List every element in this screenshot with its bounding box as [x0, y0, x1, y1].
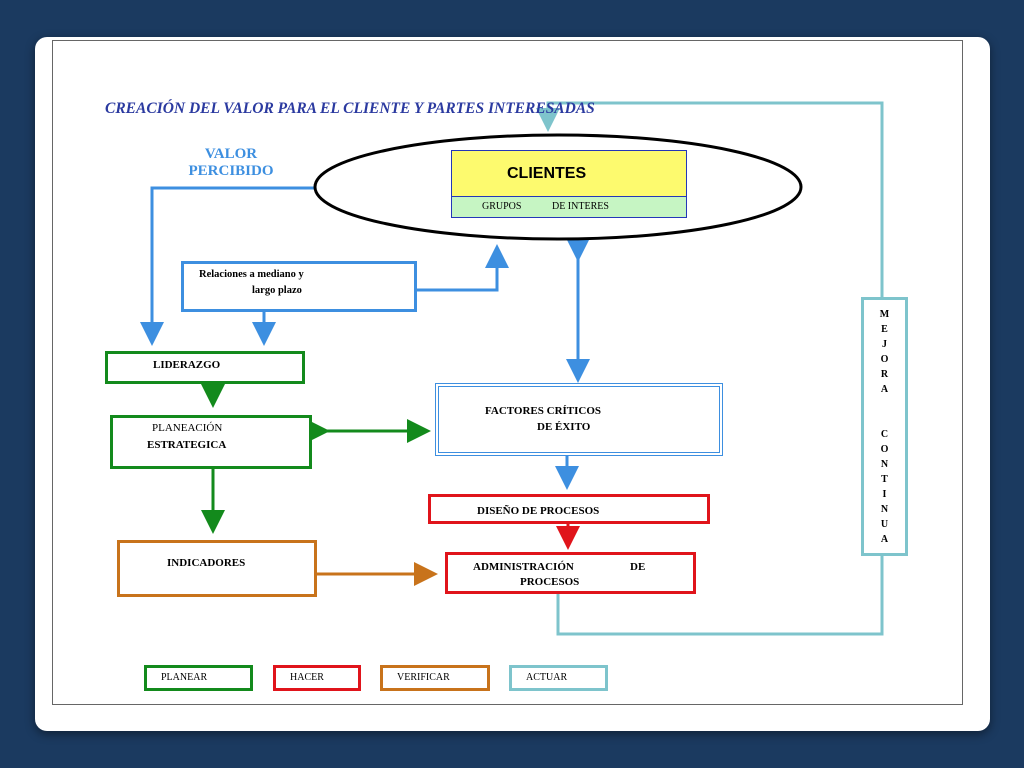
- continua-letter: T: [881, 474, 888, 485]
- legend-hacer: HACER: [273, 665, 361, 691]
- legend-verificar: VERIFICAR: [380, 665, 490, 691]
- administracion-de: DE: [630, 561, 646, 573]
- mejora-to-clientes-connector: [536, 101, 884, 297]
- actuar-loop-connector: [556, 556, 884, 636]
- valor-line-1: VALOR: [204, 146, 258, 162]
- liderazgo-box: [105, 351, 305, 384]
- mejora-letter: R: [880, 369, 889, 380]
- continua-letter: C: [880, 429, 889, 440]
- clientes-box: CLIENTES GRUPOS DE INTERES: [451, 150, 687, 218]
- de-interes-label: DE INTERES: [551, 201, 609, 212]
- continua-letter: O: [880, 444, 889, 455]
- indicadores-label: INDICADORES: [167, 557, 246, 569]
- diseno-label: DISEÑO DE PROCESOS: [477, 505, 600, 517]
- indicadores-box: [117, 540, 317, 597]
- clientes-label: CLIENTES: [452, 151, 686, 197]
- continua-letter: I: [882, 489, 887, 500]
- mejora-word: M E J O R A: [864, 307, 905, 397]
- valor-line-2: PERCIBIDO: [188, 163, 274, 179]
- relaciones-to-clientes-arrow: [417, 244, 509, 292]
- planeacion-line-1: PLANEACIÓN: [152, 422, 223, 434]
- legend-planear: PLANEAR: [144, 665, 253, 691]
- liderazgo-label: LIDERAZGO: [153, 359, 221, 371]
- continua-word: C O N T I N U A: [864, 427, 905, 547]
- grupos-label: GRUPOS: [482, 201, 522, 212]
- diagram-title: CREACIÓN DEL VALOR PARA EL CLIENTE Y PAR…: [105, 100, 595, 117]
- legend-actuar: ACTUAR: [509, 665, 608, 691]
- factores-box: [435, 383, 723, 456]
- continua-letter: A: [880, 534, 889, 545]
- continua-letter: U: [880, 519, 889, 530]
- planeacion-box: [110, 415, 312, 469]
- valor-percibido-label: VALOR PERCIBIDO: [176, 146, 286, 180]
- mejora-letter: J: [882, 339, 887, 350]
- relaciones-box: [181, 261, 417, 312]
- mejora-letter: E: [881, 324, 888, 335]
- administracion-box: [445, 552, 696, 594]
- diseno-box: [428, 494, 710, 524]
- grupos-de-interes: GRUPOS DE INTERES: [452, 197, 686, 217]
- mejora-continua-box: M E J O R A C O N T I N U A: [861, 297, 908, 556]
- administracion-procesos: PROCESOS: [520, 576, 580, 588]
- valor-to-liderazgo-arrow: [140, 186, 318, 346]
- factores-line-1: FACTORES CRÍTICOS: [485, 405, 602, 417]
- continua-letter: N: [880, 504, 889, 515]
- planeacion-line-2: ESTRATEGICA: [147, 439, 227, 451]
- relaciones-line-2: largo plazo: [252, 285, 302, 296]
- relaciones-line-1: Relaciones a mediano y: [199, 269, 304, 280]
- continua-letter: N: [880, 459, 889, 470]
- mejora-letter: M: [879, 309, 890, 320]
- mejora-letter: A: [880, 384, 889, 395]
- administracion-label: ADMINISTRACIÓN: [473, 561, 574, 573]
- factores-line-2: DE ÉXITO: [537, 421, 591, 433]
- mejora-letter: O: [880, 354, 889, 365]
